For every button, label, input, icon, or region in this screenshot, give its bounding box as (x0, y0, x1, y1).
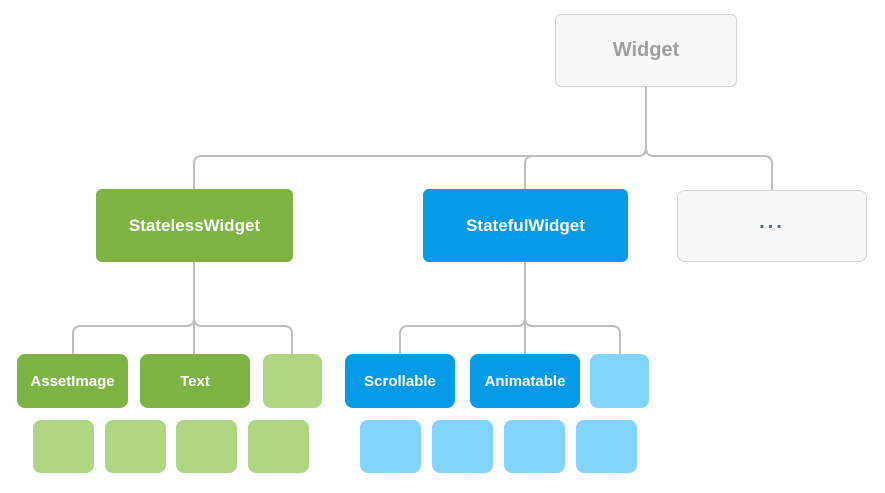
node-stateless-widget: StatelessWidget (96, 189, 293, 262)
node-stateful-widget: StatefulWidget (423, 189, 628, 262)
connector-widget-to-others (645, 87, 773, 190)
node-scrollable: Scrollable (345, 354, 455, 408)
node-stateful-unlabeled (590, 354, 649, 408)
leaf-node-stateful (360, 420, 421, 473)
node-widget: Widget (555, 14, 737, 87)
leaf-node-stateful (504, 420, 565, 473)
connector-stateful-to-scrollable (399, 262, 526, 354)
leaf-node-stateless (33, 420, 94, 473)
leaf-node-stateless (248, 420, 309, 473)
leaf-node-stateless (176, 420, 237, 473)
node-stateless-unlabeled (263, 354, 322, 408)
connector-widget-to-stateful (524, 87, 647, 189)
leaf-node-stateful (432, 420, 493, 473)
node-stateless-widget-label: StatelessWidget (128, 215, 261, 235)
node-widget-label: Widget (612, 39, 680, 61)
node-asset-image: AssetImage (17, 354, 128, 408)
node-asset-image-label: AssetImage (30, 372, 115, 390)
connector-stateful-to-misc (524, 262, 621, 354)
connector-stateless-to-assetimage (72, 262, 195, 354)
node-text-label: Text (180, 372, 210, 390)
node-other-widgets-ellipsis: ... (677, 190, 867, 262)
connector-widget-to-stateless (193, 87, 647, 189)
ellipsis-label: ... (759, 210, 785, 233)
leaf-node-stateless (105, 420, 166, 473)
node-scrollable-label: Scrollable (364, 372, 436, 390)
leaf-node-stateful (576, 420, 637, 473)
node-stateful-widget-label: StatefulWidget (466, 215, 585, 235)
node-animatable-label: Animatable (484, 372, 566, 390)
node-animatable: Animatable (470, 354, 580, 408)
connector-stateless-to-misc (193, 262, 293, 354)
node-text: Text (140, 354, 250, 408)
